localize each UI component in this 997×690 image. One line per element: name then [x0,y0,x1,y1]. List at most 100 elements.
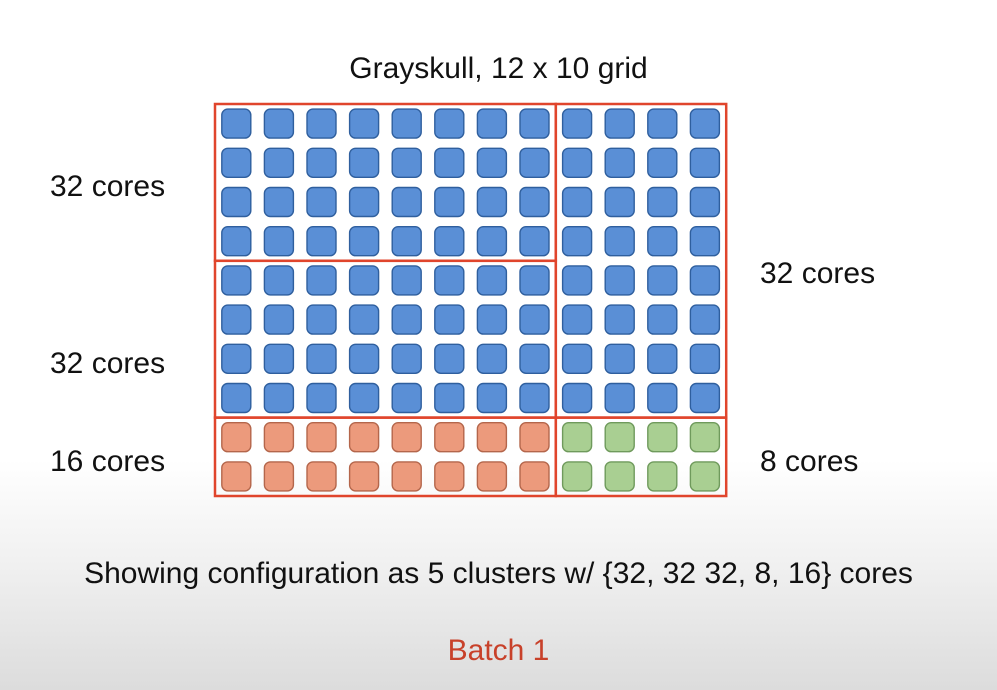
core-r3-c5 [434,225,465,257]
core-r8-c9 [604,422,635,453]
core-r6-c4 [391,343,422,374]
core-r0-c11 [689,108,721,139]
core-r7-c0 [221,382,252,414]
core-r9-c10 [647,461,678,492]
core-r2-c10 [647,186,678,218]
core-r8-c11 [689,422,721,453]
core-r9-c9 [604,461,635,492]
core-r2-c7 [519,186,550,218]
core-r1-c6 [476,147,508,179]
core-r1-c2 [306,147,337,179]
core-r5-c11 [689,304,721,335]
core-r9-c7 [519,461,550,492]
core-r1-c8 [561,147,593,179]
core-r9-c3 [348,461,380,492]
core-r1-c10 [647,147,678,179]
core-r4-c6 [476,265,508,296]
core-r3-c10 [647,225,678,257]
core-r7-c2 [306,382,337,414]
core-r0-c2 [306,108,337,139]
core-r9-c1 [263,461,295,492]
core-r4-c3 [348,265,380,296]
core-r0-c9 [604,108,635,139]
core-r1-c1 [263,147,295,179]
core-r4-c0 [221,265,252,296]
core-r8-c5 [434,422,465,453]
core-r6-c7 [519,343,550,374]
core-r0-c1 [263,108,295,139]
core-r7-c4 [391,382,422,414]
core-r2-c5 [434,186,465,218]
core-r4-c5 [434,265,465,296]
core-r0-c0 [221,108,252,139]
core-r5-c9 [604,304,635,335]
core-r3-c1 [263,225,295,257]
core-r5-c6 [476,304,508,335]
core-r2-c4 [391,186,422,218]
core-r2-c6 [476,186,508,218]
core-r7-c1 [263,382,295,414]
core-r7-c8 [561,382,593,414]
core-r4-c1 [263,265,295,296]
core-r5-c4 [391,304,422,335]
core-r3-c8 [561,225,593,257]
batch-label: Batch 1 [447,634,550,667]
core-r8-c3 [348,422,380,453]
core-r0-c3 [348,108,380,139]
core-r6-c9 [604,343,635,374]
core-r4-c11 [689,265,721,296]
core-r0-c10 [647,108,678,139]
core-r2-c8 [561,186,593,218]
cluster-border-bottom-right [554,416,728,498]
core-r8-c8 [561,422,593,453]
core-r9-c5 [434,461,465,492]
core-r6-c11 [689,343,721,374]
core-r1-c3 [348,147,380,179]
core-r4-c4 [391,265,422,296]
core-r0-c4 [391,108,422,139]
core-r2-c1 [263,186,295,218]
core-r3-c2 [306,225,337,257]
core-r6-c10 [647,343,678,374]
core-r8-c2 [306,422,337,453]
core-r7-c3 [348,382,380,414]
core-r7-c10 [647,382,678,414]
core-r6-c5 [434,343,465,374]
core-r5-c2 [306,304,337,335]
core-r2-c11 [689,186,721,218]
cluster-border-middle-left [213,259,558,419]
core-r4-c8 [561,265,593,296]
core-r5-c5 [434,304,465,335]
core-r8-c1 [263,422,295,453]
core-r7-c5 [434,382,465,414]
core-r7-c6 [476,382,508,414]
core-r8-c0 [221,422,252,453]
configuration-caption: Showing configuration as 5 clusters w/ {… [84,557,913,590]
core-r8-c7 [519,422,550,453]
core-r5-c10 [647,304,678,335]
cluster-border-top-left [213,102,558,263]
core-r6-c8 [561,343,593,374]
core-r1-c9 [604,147,635,179]
cluster-label-right: 32 cores [760,257,876,290]
core-r1-c0 [221,147,252,179]
core-r4-c2 [306,265,337,296]
core-r3-c6 [476,225,508,257]
core-r5-c1 [263,304,295,335]
core-r9-c0 [221,461,252,492]
core-r1-c11 [689,147,721,179]
core-r3-c0 [221,225,252,257]
core-r8-c6 [476,422,508,453]
core-r8-c10 [647,422,678,453]
core-r7-c7 [519,382,550,414]
core-r9-c6 [476,461,508,492]
cluster-label-top-left: 32 cores [50,170,166,203]
cluster-label-bottom-left: 16 cores [50,445,166,478]
core-r2-c9 [604,186,635,218]
core-r1-c7 [519,147,550,179]
core-r7-c11 [689,382,721,414]
diagram-title: Grayskull, 12 x 10 grid [349,52,648,85]
core-r9-c11 [689,461,721,492]
core-r2-c0 [221,186,252,218]
core-r6-c6 [476,343,508,374]
